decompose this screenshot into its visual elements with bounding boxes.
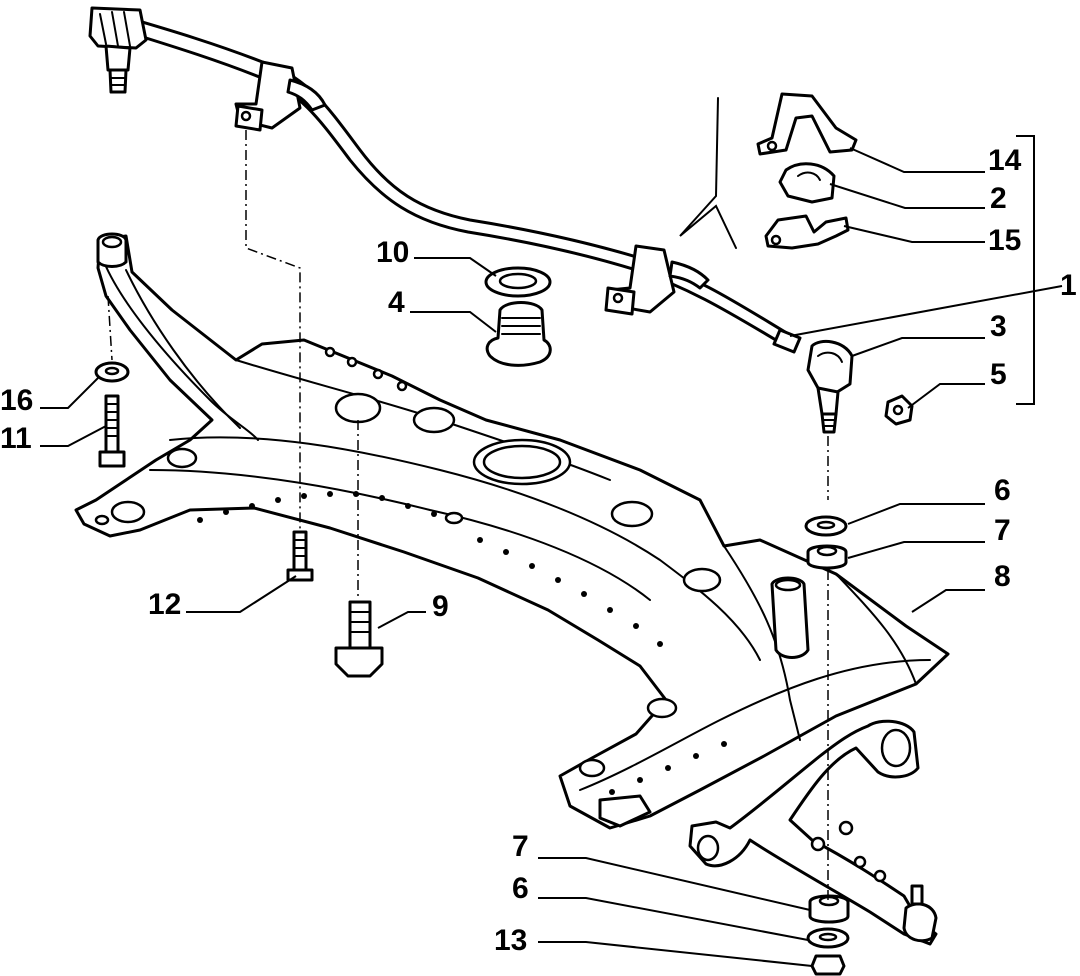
washer-6-upper <box>804 515 848 537</box>
callout-label: 16 <box>0 384 33 417</box>
callout-labels: 14 2 15 1 3 5 10 4 16 11 6 7 8 12 9 7 6 … <box>0 144 1077 957</box>
callout-label: 15 <box>988 224 1021 257</box>
clamp-plate-15 <box>764 214 850 250</box>
callout-label: 10 <box>376 236 409 269</box>
callout-label: 4 <box>388 286 405 319</box>
washer-6-lower <box>806 927 850 949</box>
bar-clamp-right <box>604 244 710 316</box>
nut-5 <box>884 394 914 426</box>
clamp-bracket-14 <box>756 92 858 156</box>
subframe-crossmember <box>74 232 950 830</box>
lower-control-arm <box>688 719 938 946</box>
callout-label: 11 <box>0 422 32 455</box>
callout-label: 7 <box>512 830 529 863</box>
callout-label: 6 <box>512 872 529 905</box>
callout-label: 1 <box>1060 269 1077 302</box>
callout-label: 8 <box>994 560 1011 593</box>
stabilizer-bar <box>112 13 802 354</box>
bolt-9 <box>334 600 384 678</box>
callout-label: 2 <box>990 182 1007 215</box>
washer-10 <box>484 266 552 298</box>
rubber-buffer-4 <box>485 301 552 367</box>
break-mark <box>679 97 737 249</box>
stabilizer-bar-left-end <box>88 6 148 94</box>
callout-label: 5 <box>990 358 1007 391</box>
callout-label: 12 <box>148 588 181 621</box>
bushing-7-lower <box>808 894 850 924</box>
axis-clamp-left-to-bolt-12 <box>245 130 301 530</box>
bolt-12 <box>286 530 314 582</box>
callout-label: 9 <box>432 590 449 623</box>
bolt-11 <box>98 394 126 468</box>
link-rod-3 <box>806 339 854 434</box>
leader-lines <box>40 147 1063 967</box>
callout-label: 13 <box>494 924 527 957</box>
bushing-2 <box>778 162 836 204</box>
bushing-7-upper <box>806 544 848 570</box>
bar-clamp-left <box>234 60 327 132</box>
callout-label: 14 <box>988 144 1022 177</box>
washer-16 <box>94 361 130 383</box>
callout-label: 7 <box>994 514 1011 547</box>
group-bracket <box>1016 135 1035 405</box>
nut-13 <box>810 954 846 976</box>
callout-label: 3 <box>990 310 1007 343</box>
callout-label: 6 <box>994 474 1011 507</box>
